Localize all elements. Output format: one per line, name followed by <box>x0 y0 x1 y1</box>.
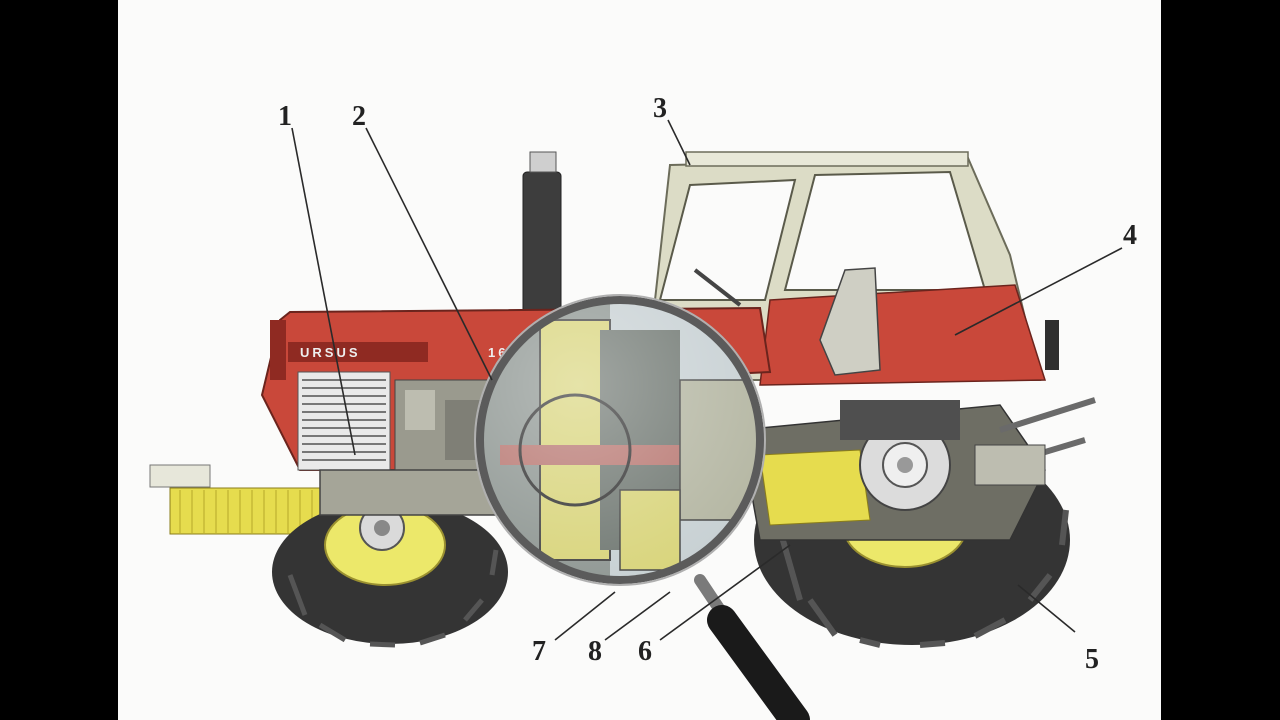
callout-1: 1 <box>278 101 292 132</box>
front-wheel <box>272 500 508 648</box>
callout-3: 3 <box>653 93 667 124</box>
exhaust-pipe <box>522 151 562 315</box>
callout-4: 4 <box>1123 220 1137 251</box>
callout-labels: 1 2 3 4 5 6 7 8 <box>278 93 1137 675</box>
callout-6: 6 <box>638 636 652 667</box>
brand-logo: URSUS <box>300 345 361 360</box>
callout-5: 5 <box>1085 644 1099 675</box>
callout-8: 8 <box>588 636 602 667</box>
callout-2: 2 <box>352 101 366 132</box>
transmission-housing <box>319 320 1096 541</box>
leader-lines <box>291 119 1123 641</box>
callout-7: 7 <box>532 636 546 667</box>
